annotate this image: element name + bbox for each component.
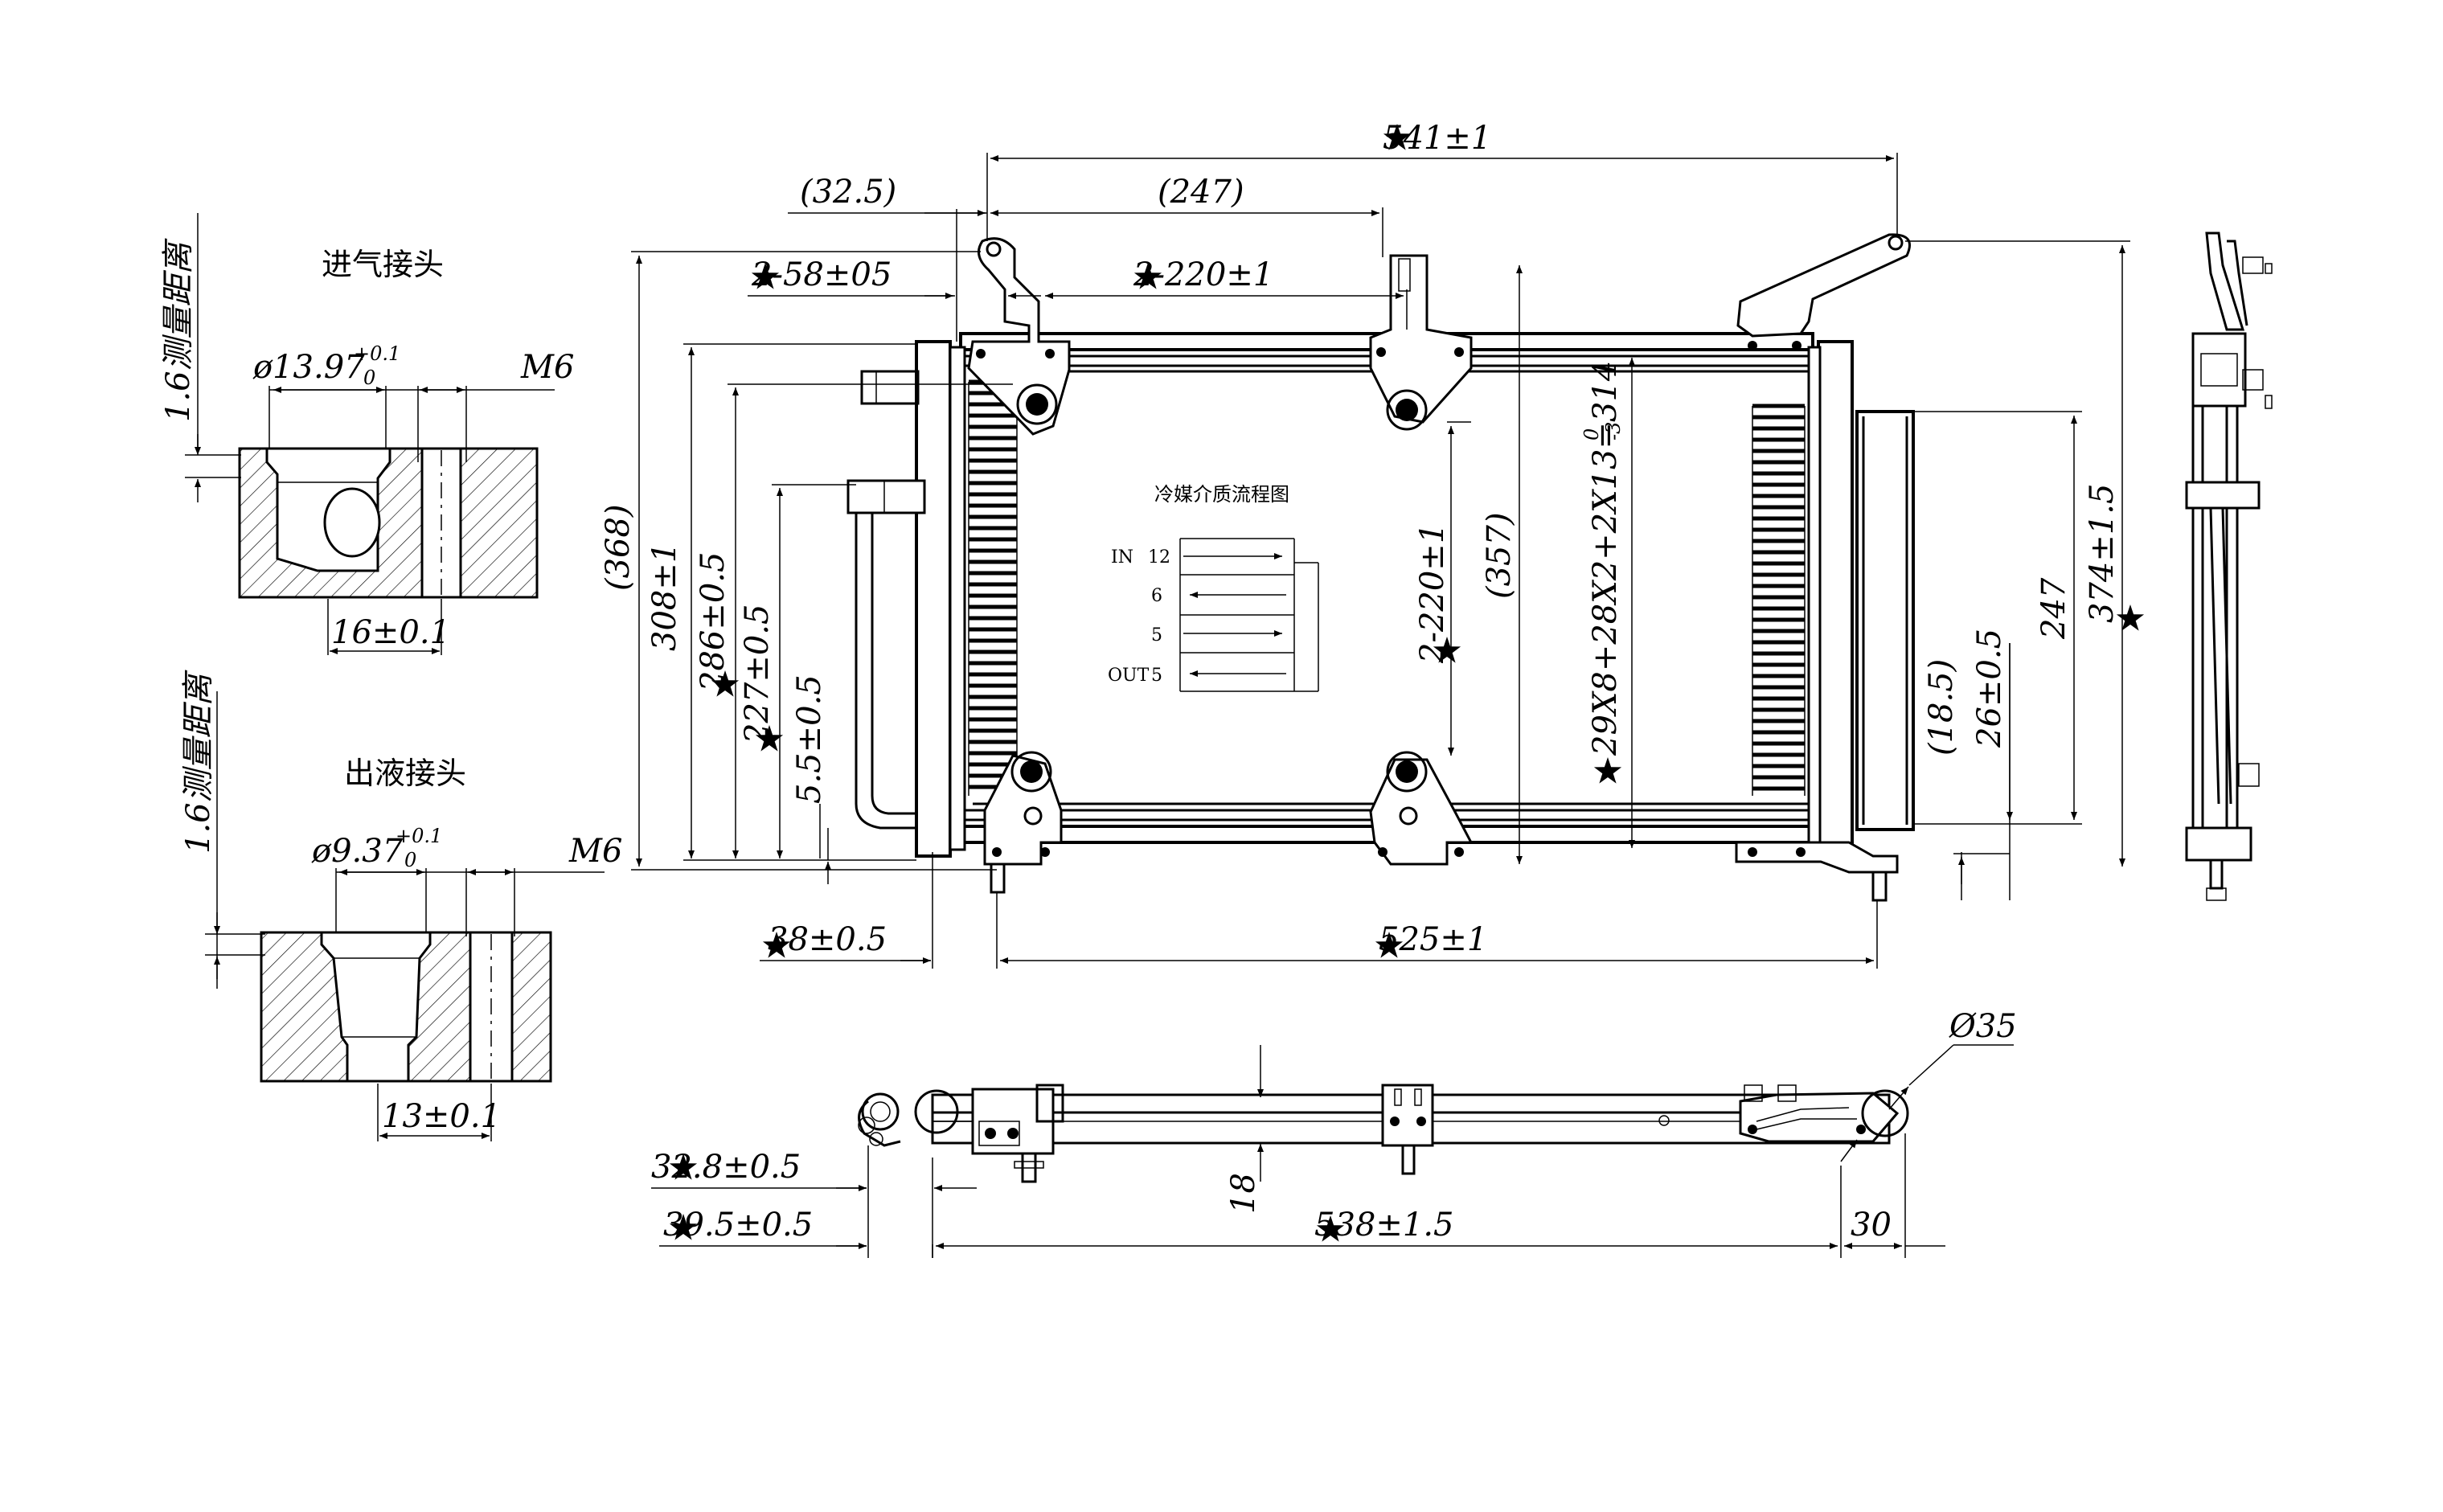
flow-chart-title: 冷媒介质流程图	[1154, 483, 1289, 506]
flow-row-4-count: 5	[1151, 666, 1162, 686]
star-icon	[711, 670, 740, 697]
dim-30: 30	[1851, 1207, 1892, 1244]
inlet-fitting-detail: 进气接头 1.6测量距离 ø13.97 +0.1 0 M6 16±0.1	[160, 213, 574, 655]
star-icon	[1593, 757, 1622, 784]
condenser-side-view	[2185, 232, 2273, 901]
inlet-title: 进气接头	[322, 247, 444, 282]
dim-374: 374±1.5	[2084, 484, 2121, 623]
dim-5-5: 5.5±0.5	[791, 674, 828, 804]
outlet-tol-upper: +0.1	[396, 825, 442, 847]
dim-035: Ø35	[1949, 1008, 2017, 1045]
dim-tube-count-sup: 0	[1580, 428, 1603, 440]
star-icon	[1383, 124, 1412, 150]
dim-26: 26±0.5	[1971, 629, 2008, 748]
inlet-tol-upper: +0.1	[354, 342, 400, 365]
flow-row-1-count: 12	[1148, 547, 1170, 568]
star-icon	[1433, 637, 1461, 663]
flow-row-2-count: 6	[1151, 586, 1162, 606]
star-icon	[1133, 263, 1162, 289]
dim-32-5: (32.5)	[800, 174, 896, 211]
bottom-view-dimensions: Ø35 18 32.8±0.5 39.5±0.5 538±1.5 30	[651, 1008, 2017, 1258]
dim-tube-count-sub: -3	[1602, 422, 1625, 440]
outlet-measure-distance: 1.6测量距离	[180, 670, 217, 854]
star-icon	[751, 263, 780, 289]
right-fin-block	[1752, 404, 1806, 796]
dim-308: 308±1	[646, 543, 683, 651]
condenser-front-view: 冷媒介质流程图 IN 12 6 5 OUT 5	[846, 233, 1915, 902]
dim-247-right: 247	[2035, 577, 2072, 640]
inlet-diameter: ø13.97	[252, 349, 365, 386]
flow-row-1-label: IN	[1111, 547, 1133, 568]
dim-18: 18	[1225, 1173, 1262, 1214]
inlet-measure-distance: 1.6测量距离	[160, 238, 197, 422]
dim-286: 286±0.5	[695, 552, 732, 692]
star-icon	[2116, 604, 2145, 631]
star-icon	[762, 932, 791, 958]
dim-368: (368)	[600, 504, 637, 591]
dim-tube-count: 29X8+28X2+2X13=314	[1587, 361, 1624, 756]
outlet-tol-lower: 0	[404, 849, 416, 871]
outlet-title: 出液接头	[344, 756, 466, 791]
inlet-thread: M6	[520, 349, 574, 386]
dim-525: 525±1	[1379, 921, 1487, 958]
left-fin-block	[968, 379, 1018, 796]
dim-18-5: (18.5)	[1923, 659, 1960, 756]
outlet-pitch: 13±0.1	[382, 1098, 501, 1135]
star-icon	[1375, 932, 1404, 958]
dim-247-top: (247)	[1158, 174, 1244, 211]
outlet-thread: M6	[568, 833, 622, 870]
dim-32-8: 32.8±0.5	[651, 1149, 801, 1186]
dim-2-220-vertical: 2-220±1	[1414, 523, 1451, 664]
outlet-fitting-detail: 出液接头 1.6测量距离 ø9.37 +0.1 0 M6 13±0.1	[180, 670, 622, 1141]
inlet-pitch: 16±0.1	[331, 614, 450, 651]
star-icon	[669, 1153, 698, 1180]
dim-357: (357)	[1481, 512, 1518, 599]
dim-227: 227±0.5	[739, 604, 776, 744]
flow-row-3-count: 5	[1151, 625, 1162, 645]
outlet-diameter: ø9.37	[311, 833, 404, 870]
star-icon	[755, 725, 784, 752]
flow-chart: IN 12 6 5 OUT 5	[1108, 538, 1319, 692]
critical-dimension-stars	[669, 124, 2145, 1242]
star-icon	[1316, 1215, 1345, 1242]
inlet-tol-lower: 0	[363, 367, 375, 389]
flow-row-4-label: OUT	[1108, 666, 1150, 686]
star-icon	[669, 1214, 698, 1240]
front-view-dimensions: 541±1 (32.5) (247) 2-58±05 2-220±1 (368)…	[600, 120, 2130, 969]
condenser-bottom-view	[858, 1084, 1909, 1183]
dim-38: 38±0.5	[768, 921, 887, 958]
